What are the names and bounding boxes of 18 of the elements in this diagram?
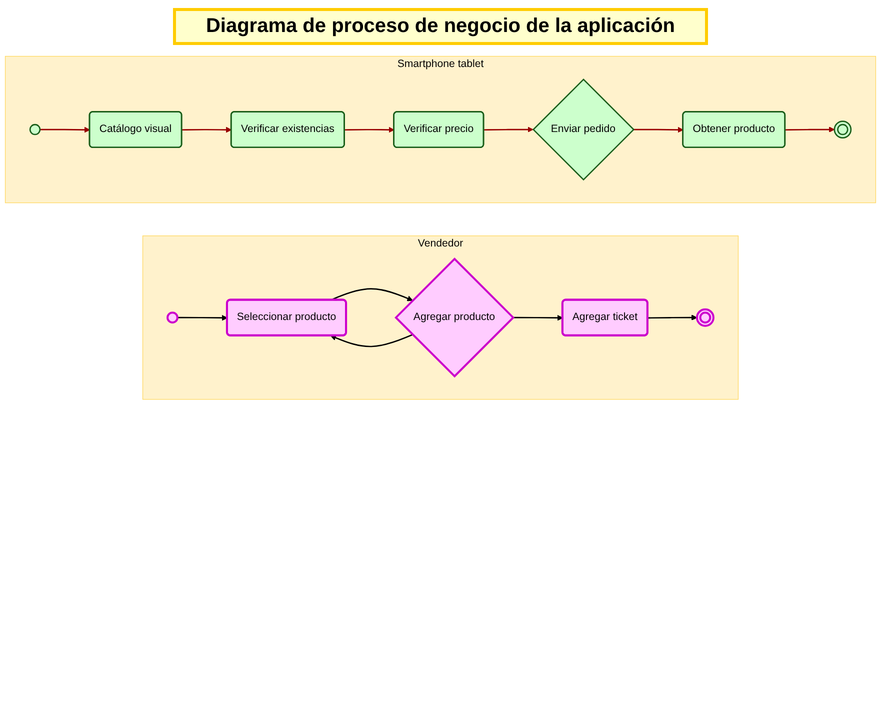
node-circle	[166, 312, 178, 324]
arrow	[648, 314, 698, 320]
arrow	[182, 126, 232, 133]
node-double-circle	[834, 120, 852, 138]
arrow	[512, 314, 564, 321]
arrow	[330, 288, 413, 302]
arrow	[785, 126, 835, 132]
arrow	[40, 126, 90, 133]
arrow	[633, 126, 684, 133]
title: Diagrama de proceso de negocio de la aplicación	[172, 8, 708, 45]
node-circle	[29, 124, 41, 136]
arrow	[330, 334, 413, 348]
arrow	[177, 314, 228, 321]
node-diamond: Agregar producto	[394, 258, 515, 378]
arrow	[344, 126, 394, 133]
arrow	[484, 126, 534, 132]
node-diamond: Enviar pedido	[532, 78, 635, 181]
node-double-circle	[696, 308, 714, 327]
